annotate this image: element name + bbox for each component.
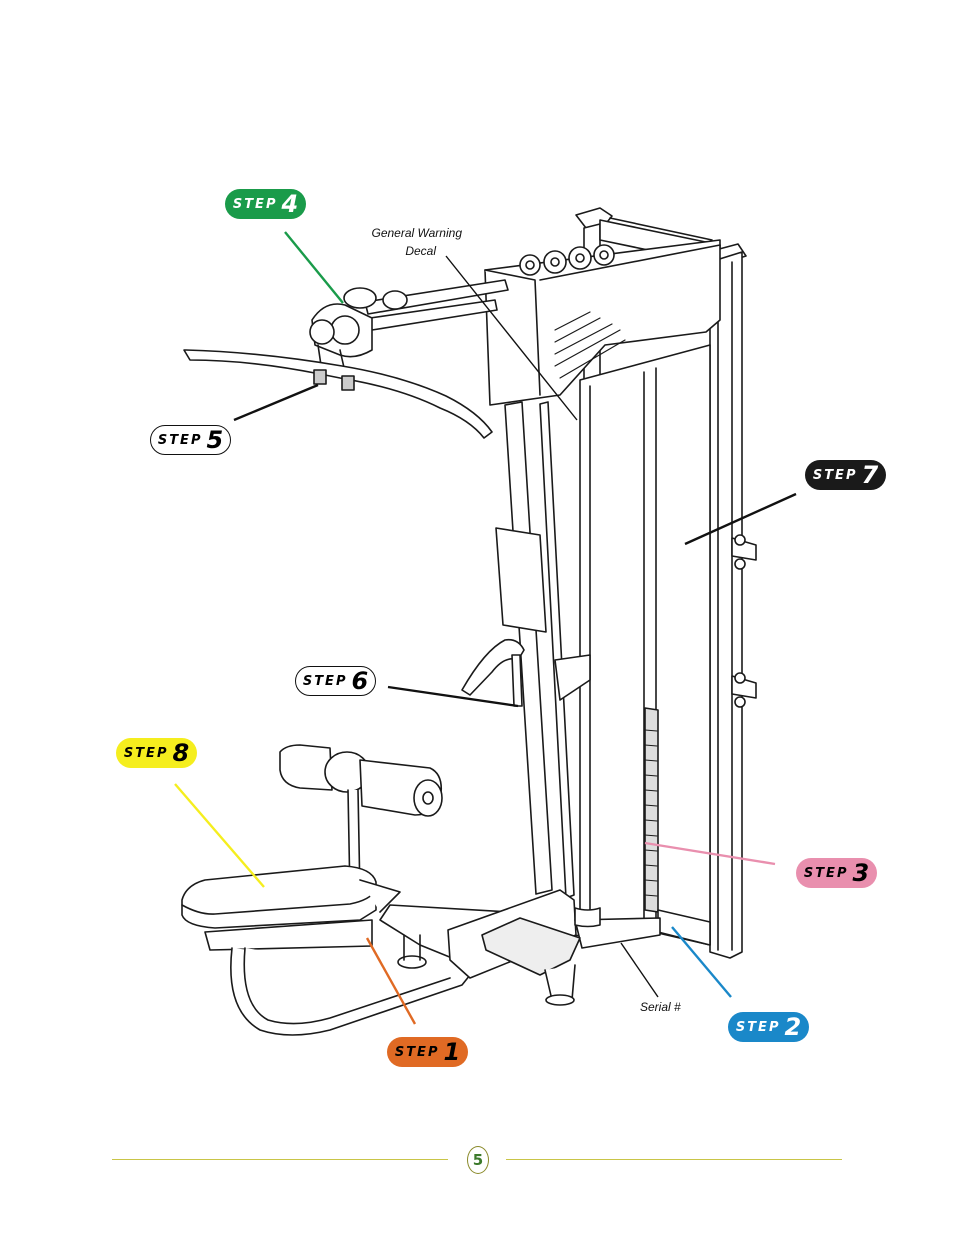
step-word: STEP	[302, 673, 348, 689]
leader-line-step-3	[644, 841, 776, 866]
step-word: STEP	[735, 1019, 781, 1035]
step-word: STEP	[232, 196, 278, 212]
step-word: STEP	[123, 745, 169, 761]
leader-line-step-7	[684, 492, 797, 546]
callout-lines	[174, 231, 797, 1025]
weight-stack-housing	[579, 344, 711, 946]
footer-rule-left	[112, 1159, 448, 1160]
top-shroud	[484, 239, 721, 406]
warning-label-line-2: Decal	[405, 244, 436, 258]
step-number: 7	[861, 461, 879, 489]
top-arm-pulley	[309, 279, 509, 373]
leader-line-step-2	[671, 926, 732, 998]
step-word: STEP	[812, 467, 858, 483]
weight-plates	[644, 729, 658, 897]
serial-number-label: Serial #	[640, 1000, 681, 1014]
lat-bar	[183, 349, 493, 439]
step-number: 1	[443, 1038, 461, 1066]
vent-slots	[554, 311, 626, 379]
base-frame	[379, 889, 661, 1006]
leader-line-step-1	[365, 937, 417, 1025]
step-number: 2	[784, 1013, 802, 1041]
page-number: 5	[467, 1146, 489, 1174]
leader-line-step-6	[387, 685, 519, 708]
leader-line-step-4	[284, 231, 344, 304]
footer-rule-right	[506, 1159, 842, 1160]
seat-assembly	[181, 744, 471, 1036]
step-number: 8	[172, 739, 190, 767]
step-word: STEP	[803, 865, 849, 881]
leader-line-step-8	[174, 783, 265, 888]
front-brackets	[731, 534, 757, 708]
general-warning-decal-label: General Warning Decal	[360, 224, 463, 260]
center-tube	[461, 401, 591, 899]
leader-line-serial	[620, 942, 659, 998]
front-upright	[707, 243, 747, 959]
warning-label-line-1: General Warning	[371, 226, 463, 240]
step-word: STEP	[394, 1044, 440, 1060]
step-word: STEP	[157, 432, 203, 448]
leader-line-step-5	[233, 383, 319, 422]
step-number: 4	[281, 190, 299, 218]
step-number: 5	[206, 426, 224, 454]
step-number: 6	[351, 667, 369, 695]
step-number: 3	[852, 859, 870, 887]
leader-line-warning-decal	[445, 255, 578, 421]
